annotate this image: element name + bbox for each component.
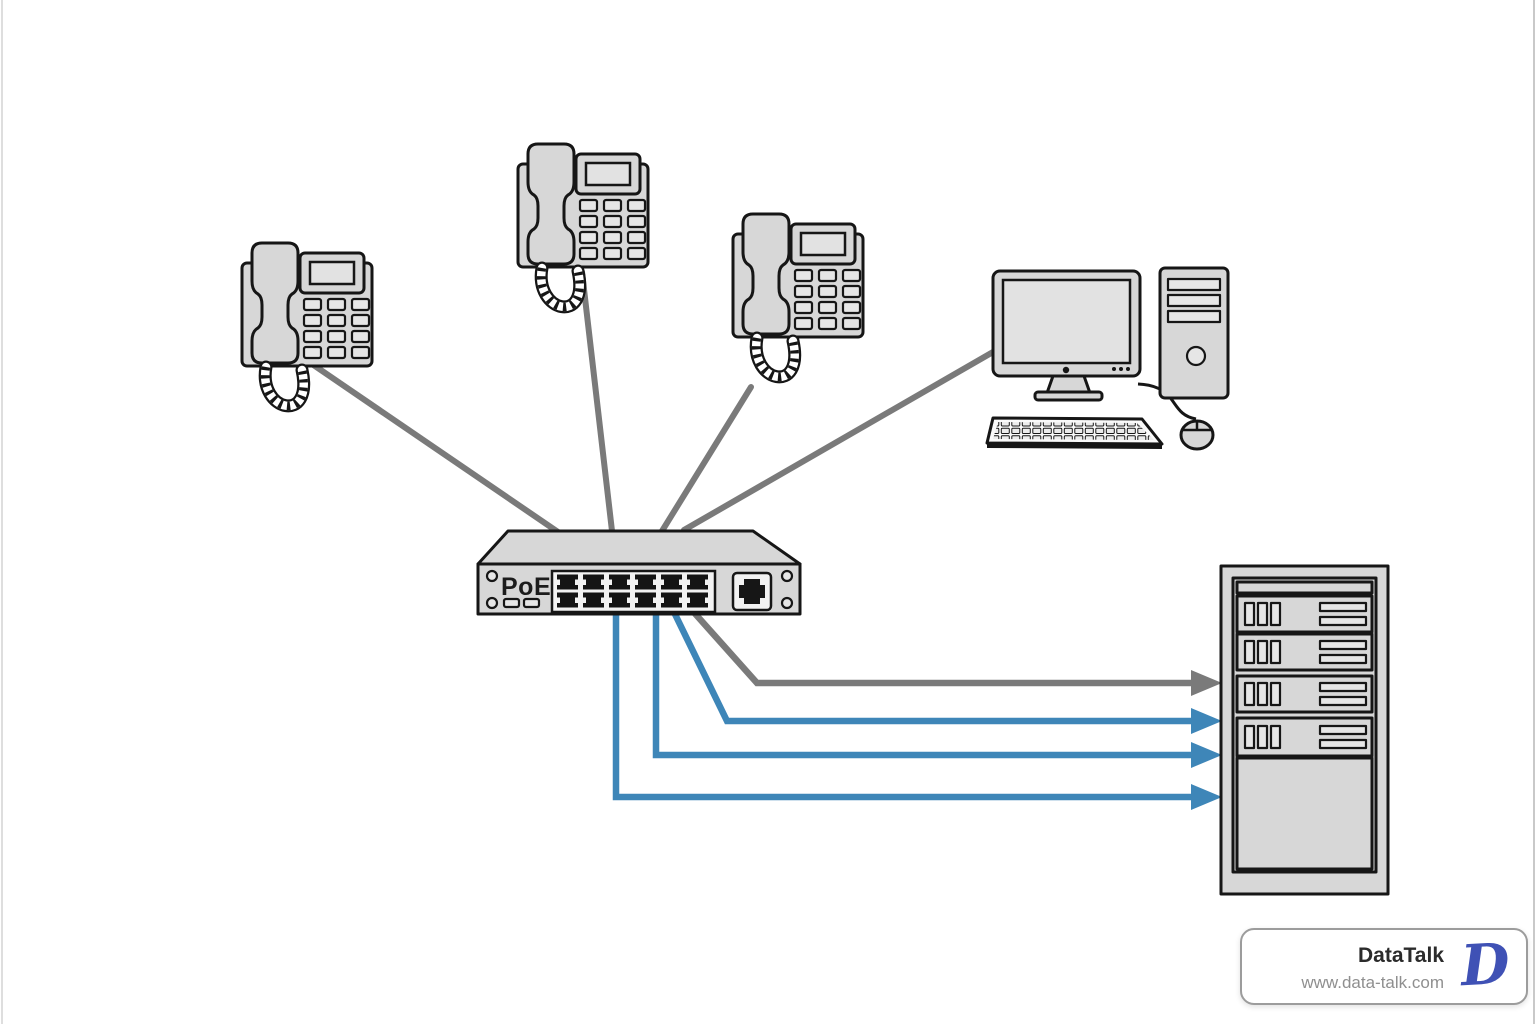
brand-badge: DataTalk www.data-talk.com D	[1240, 928, 1528, 1005]
uplink-arrowhead-blue-3	[1191, 784, 1222, 810]
rack-unit	[1235, 632, 1374, 672]
monitor-base	[1033, 390, 1104, 402]
switch-to-server-links	[612, 605, 1222, 810]
uplink-arrowhead-gray	[1191, 670, 1222, 696]
poe-label: PoE	[501, 573, 551, 601]
uplink-line-blue-2	[652, 608, 1194, 759]
switch-screws	[485, 569, 794, 610]
monitor-button	[1062, 366, 1070, 374]
monitor-screen	[1001, 278, 1132, 365]
rack-unit	[1235, 594, 1374, 634]
rack-unit	[1235, 674, 1374, 714]
brand-website: www.data-talk.com	[1301, 973, 1444, 992]
uplink-arrowhead-blue-2	[1191, 742, 1222, 768]
mouse	[1179, 419, 1215, 451]
mouse-cable	[1137, 382, 1197, 421]
desktop-computer-icon	[985, 266, 1230, 451]
page-right-edge	[1533, 0, 1535, 1024]
device-to-switch-cables	[309, 269, 996, 535]
switch-uplink-port	[731, 571, 773, 612]
poe-switch-icon: PoE	[476, 529, 802, 616]
phone-3-cable	[659, 384, 754, 534]
brand-logo-d-icon: D	[1459, 930, 1512, 1000]
uplink-line-blue-1	[669, 606, 1194, 725]
rack-unit	[1235, 716, 1374, 758]
uplink-line-blue-3	[612, 608, 1194, 801]
rack-blank-panel	[1235, 756, 1374, 871]
uplink-line-gray	[687, 605, 1194, 687]
phone-2-cable	[579, 269, 615, 534]
keyboard	[985, 416, 1164, 449]
brand-name: DataTalk	[1358, 944, 1444, 967]
ip-phone-icon	[733, 214, 863, 377]
page-left-edge	[1, 0, 3, 1024]
uplink-arrowhead-blue-1	[1191, 708, 1222, 734]
pc-cable	[681, 349, 996, 533]
switch-led-2	[522, 597, 541, 609]
phone-1-cable	[309, 361, 561, 535]
ip-phone-icon	[518, 144, 648, 307]
monitor-stand	[1045, 374, 1092, 395]
switch-led-1	[502, 597, 521, 609]
pc-tower	[1158, 266, 1230, 400]
ip-phone-icon	[242, 243, 372, 406]
server-rack-icon	[1219, 564, 1390, 896]
switch-top-face	[476, 529, 802, 566]
